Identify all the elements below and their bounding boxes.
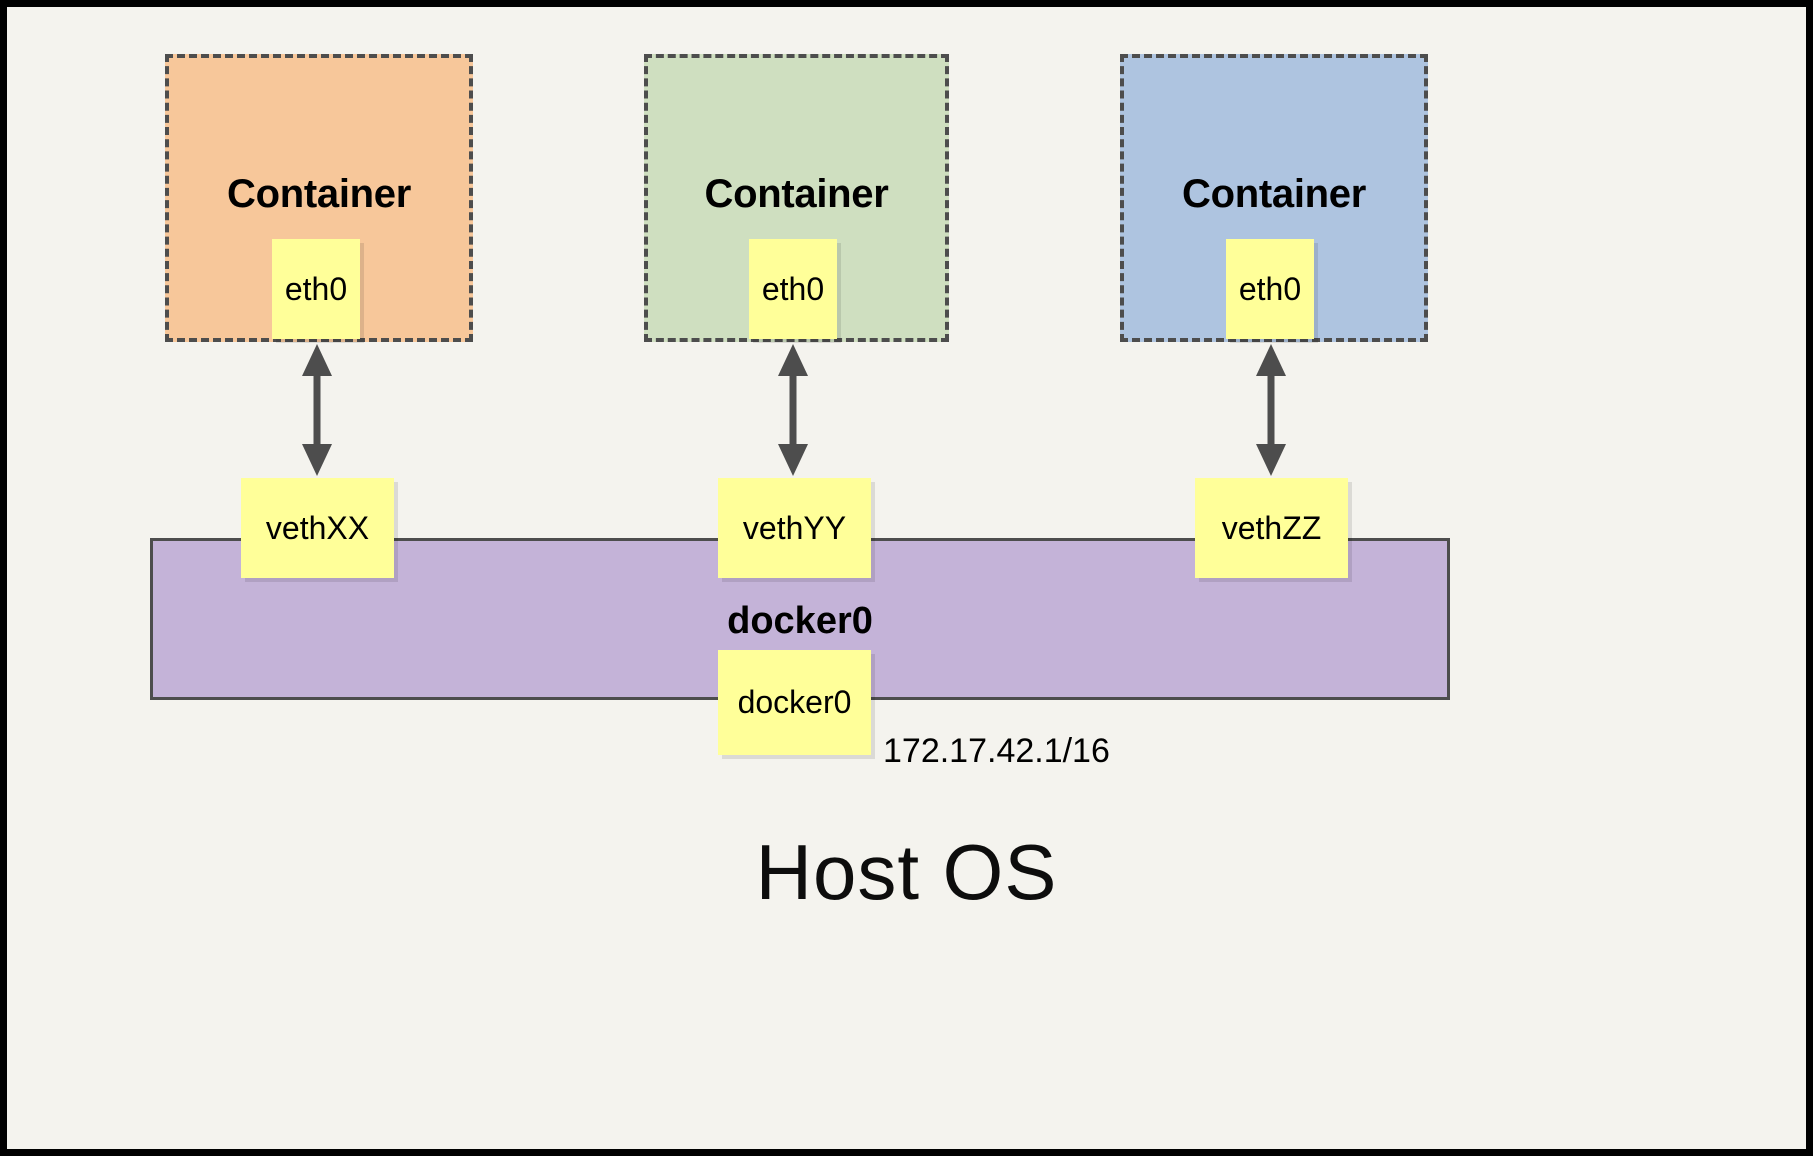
eth0-box-1: eth0 xyxy=(272,239,360,339)
host-os-title: Host OS xyxy=(755,828,1058,916)
eth0-box-2: eth0 xyxy=(749,239,837,339)
arrow-container-3-to-veth-zz xyxy=(1256,344,1286,476)
arrow-container-2-to-veth-yy xyxy=(778,344,808,476)
docker0-bridge-label: docker0 xyxy=(727,600,873,642)
container-title-3: Container xyxy=(1182,172,1366,216)
veth-box-1: vethXX xyxy=(241,478,394,578)
veth-box-3: vethZZ xyxy=(1195,478,1348,578)
container-title-2: Container xyxy=(704,172,889,216)
veth-box-2: vethYY xyxy=(718,478,871,578)
docker0-interface-box: docker0 xyxy=(718,650,871,755)
eth0-box-3: eth0 xyxy=(1226,239,1314,339)
container-title-1: Container xyxy=(227,172,411,216)
arrow-container-1-to-veth-xx xyxy=(302,344,332,476)
docker0-ip-label: 172.17.42.1/16 xyxy=(883,732,1110,770)
container-box-3 xyxy=(1120,54,1428,342)
